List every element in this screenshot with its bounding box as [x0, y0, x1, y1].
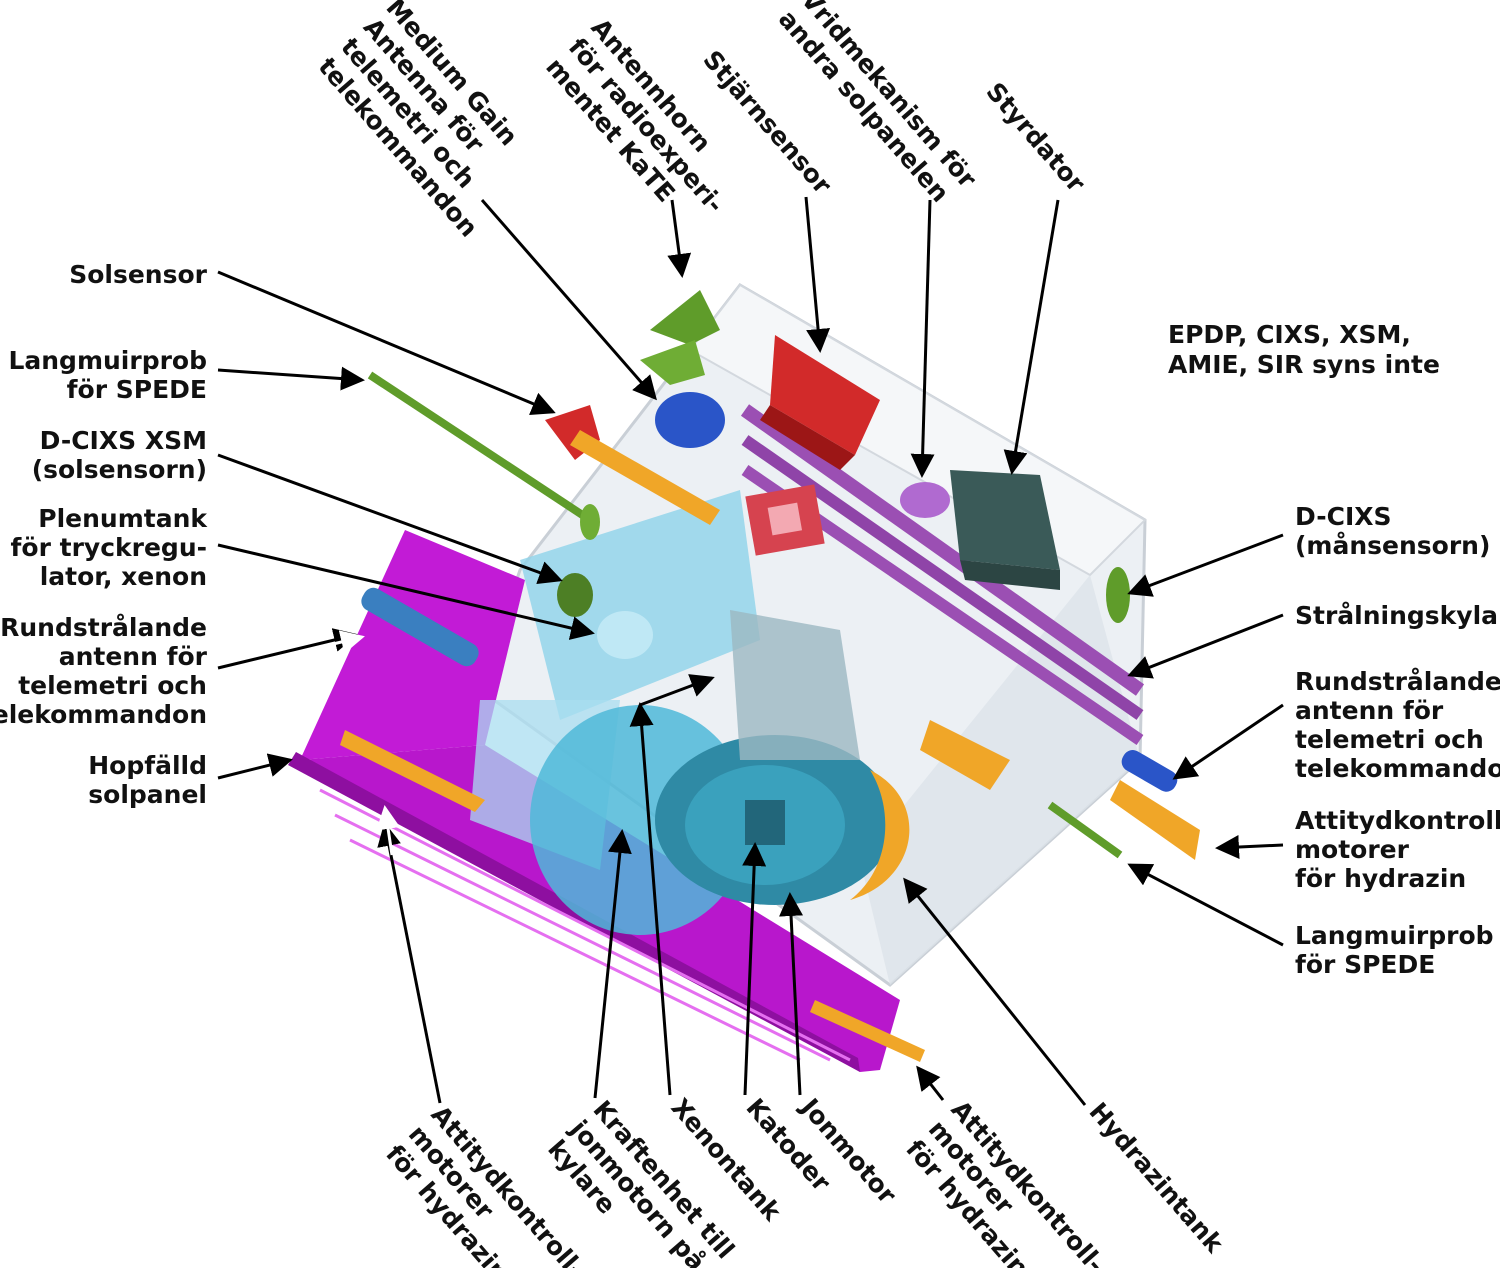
label-plenumtank-line: Plenumtank [38, 504, 208, 533]
dcixs-xsm-box-inner [767, 502, 803, 536]
label-hydrazintank: Hydrazintank [1083, 1097, 1229, 1259]
langmuir-probe-left-base [580, 504, 600, 540]
label-dcixs-xsm: D-CIXS XSM(solsensorn) [32, 426, 207, 484]
label-dcixs-xsm-line: (solsensorn) [32, 455, 207, 484]
label-attityd-right-line: Attitydkontroll- [1295, 806, 1500, 835]
label-styrdator: Styrdator [980, 77, 1091, 198]
cathodes [745, 800, 785, 845]
plenum-tank [597, 611, 653, 659]
label-stralningskylare: Strålningskylare [1295, 601, 1500, 630]
label-plenumtank-line: för tryckregu- [11, 533, 207, 562]
hydrazine-tank [850, 770, 910, 900]
label-langmuir-right-line: för SPEDE [1295, 950, 1435, 979]
label-langmuir-left-line: för SPEDE [67, 375, 207, 404]
label-rundstralande-right-line: Rundstrålande [1295, 667, 1500, 696]
body-right-face [860, 575, 1140, 985]
medium-gain-antenna [655, 392, 725, 448]
langmuir-probe-right [1047, 801, 1123, 859]
langmuir-probe-left [367, 371, 593, 524]
computer-box [950, 470, 1060, 570]
label-rundstralande-left-line: telemetri och [18, 671, 207, 700]
label-rundstralande-left-line: Rundstrålande [0, 613, 207, 642]
label-rundstralande-right-line: telemetri och [1295, 725, 1484, 754]
rotation-mechanism [900, 482, 950, 518]
label-dcixs-man: D-CIXS(månsensorn) [1295, 502, 1490, 560]
power-unit [730, 610, 860, 760]
antenna-horn-2 [640, 340, 705, 385]
folded-solar-panel [300, 530, 525, 760]
dcixs-xsm-sensor [557, 573, 593, 617]
antenna-horn-1 [650, 290, 720, 345]
label-langmuir-right-line: Langmuirprob [1295, 921, 1494, 950]
label-medium-gain: Medium GainAntenna förtelemetri ochtelek… [313, 0, 552, 242]
label-rundstralande-right-line: telekommando [1295, 754, 1500, 783]
thruster-left [340, 730, 485, 812]
label-attityd-bottom-right: Attitydkontroll-motorerför hydrazin [900, 1095, 1110, 1268]
cyan-compartment [520, 490, 760, 720]
label-hopfalld-line: Hopfälld [88, 751, 207, 780]
thruster-bottom [810, 1000, 925, 1062]
label-hydrazintank-line: Hydrazintank [1083, 1097, 1229, 1259]
label-epdp: EPDP, CIXS, XSM,AMIE, SIR syns inte [1168, 320, 1440, 379]
label-langmuir-left-line: Langmuirprob [8, 346, 207, 375]
label-hopfalld-line: solpanel [88, 780, 207, 809]
omni-antenna-left [361, 587, 479, 667]
label-epdp-line: EPDP, CIXS, XSM, [1168, 320, 1411, 349]
label-attityd-right-line: motorer [1295, 835, 1410, 864]
star-sensor-box [770, 335, 880, 455]
label-solsensor-line: Solsensor [69, 260, 207, 289]
label-styrdator-line: Styrdator [980, 77, 1091, 198]
label-attityd-bottom-left: Attitydkontroll-motorerför hydrazin [380, 1100, 590, 1268]
label-rundstralande-right-line: antenn för [1295, 696, 1444, 725]
spacecraft-illustration [288, 283, 1200, 1072]
star-sensor-box-side [760, 405, 855, 470]
label-dcixs-man-line: D-CIXS [1295, 502, 1392, 531]
computer-box-side [960, 560, 1060, 590]
leader-lines [217, 196, 1284, 1106]
thruster-top [570, 430, 720, 525]
label-stralningskylare-line: Strålningskylare [1295, 601, 1500, 630]
thruster-right [1110, 780, 1200, 860]
label-rundstralande-left-line: telekommandon [0, 700, 207, 729]
label-plenumtank-line: lator, xenon [40, 562, 207, 591]
label-solsensor: Solsensor [69, 260, 207, 289]
label-rundstralande-left-line: antenn för [59, 642, 208, 671]
label-epdp-line: AMIE, SIR syns inte [1168, 350, 1440, 379]
label-attityd-right-line: för hydrazin [1295, 864, 1466, 893]
dcixs-moon-sensor [1106, 567, 1130, 623]
omni-antenna-right [1121, 749, 1178, 792]
thruster-right-body [920, 720, 1010, 790]
label-dcixs-xsm-line: D-CIXS XSM [40, 426, 207, 455]
label-dcixs-man-line: (månsensorn) [1295, 531, 1490, 560]
